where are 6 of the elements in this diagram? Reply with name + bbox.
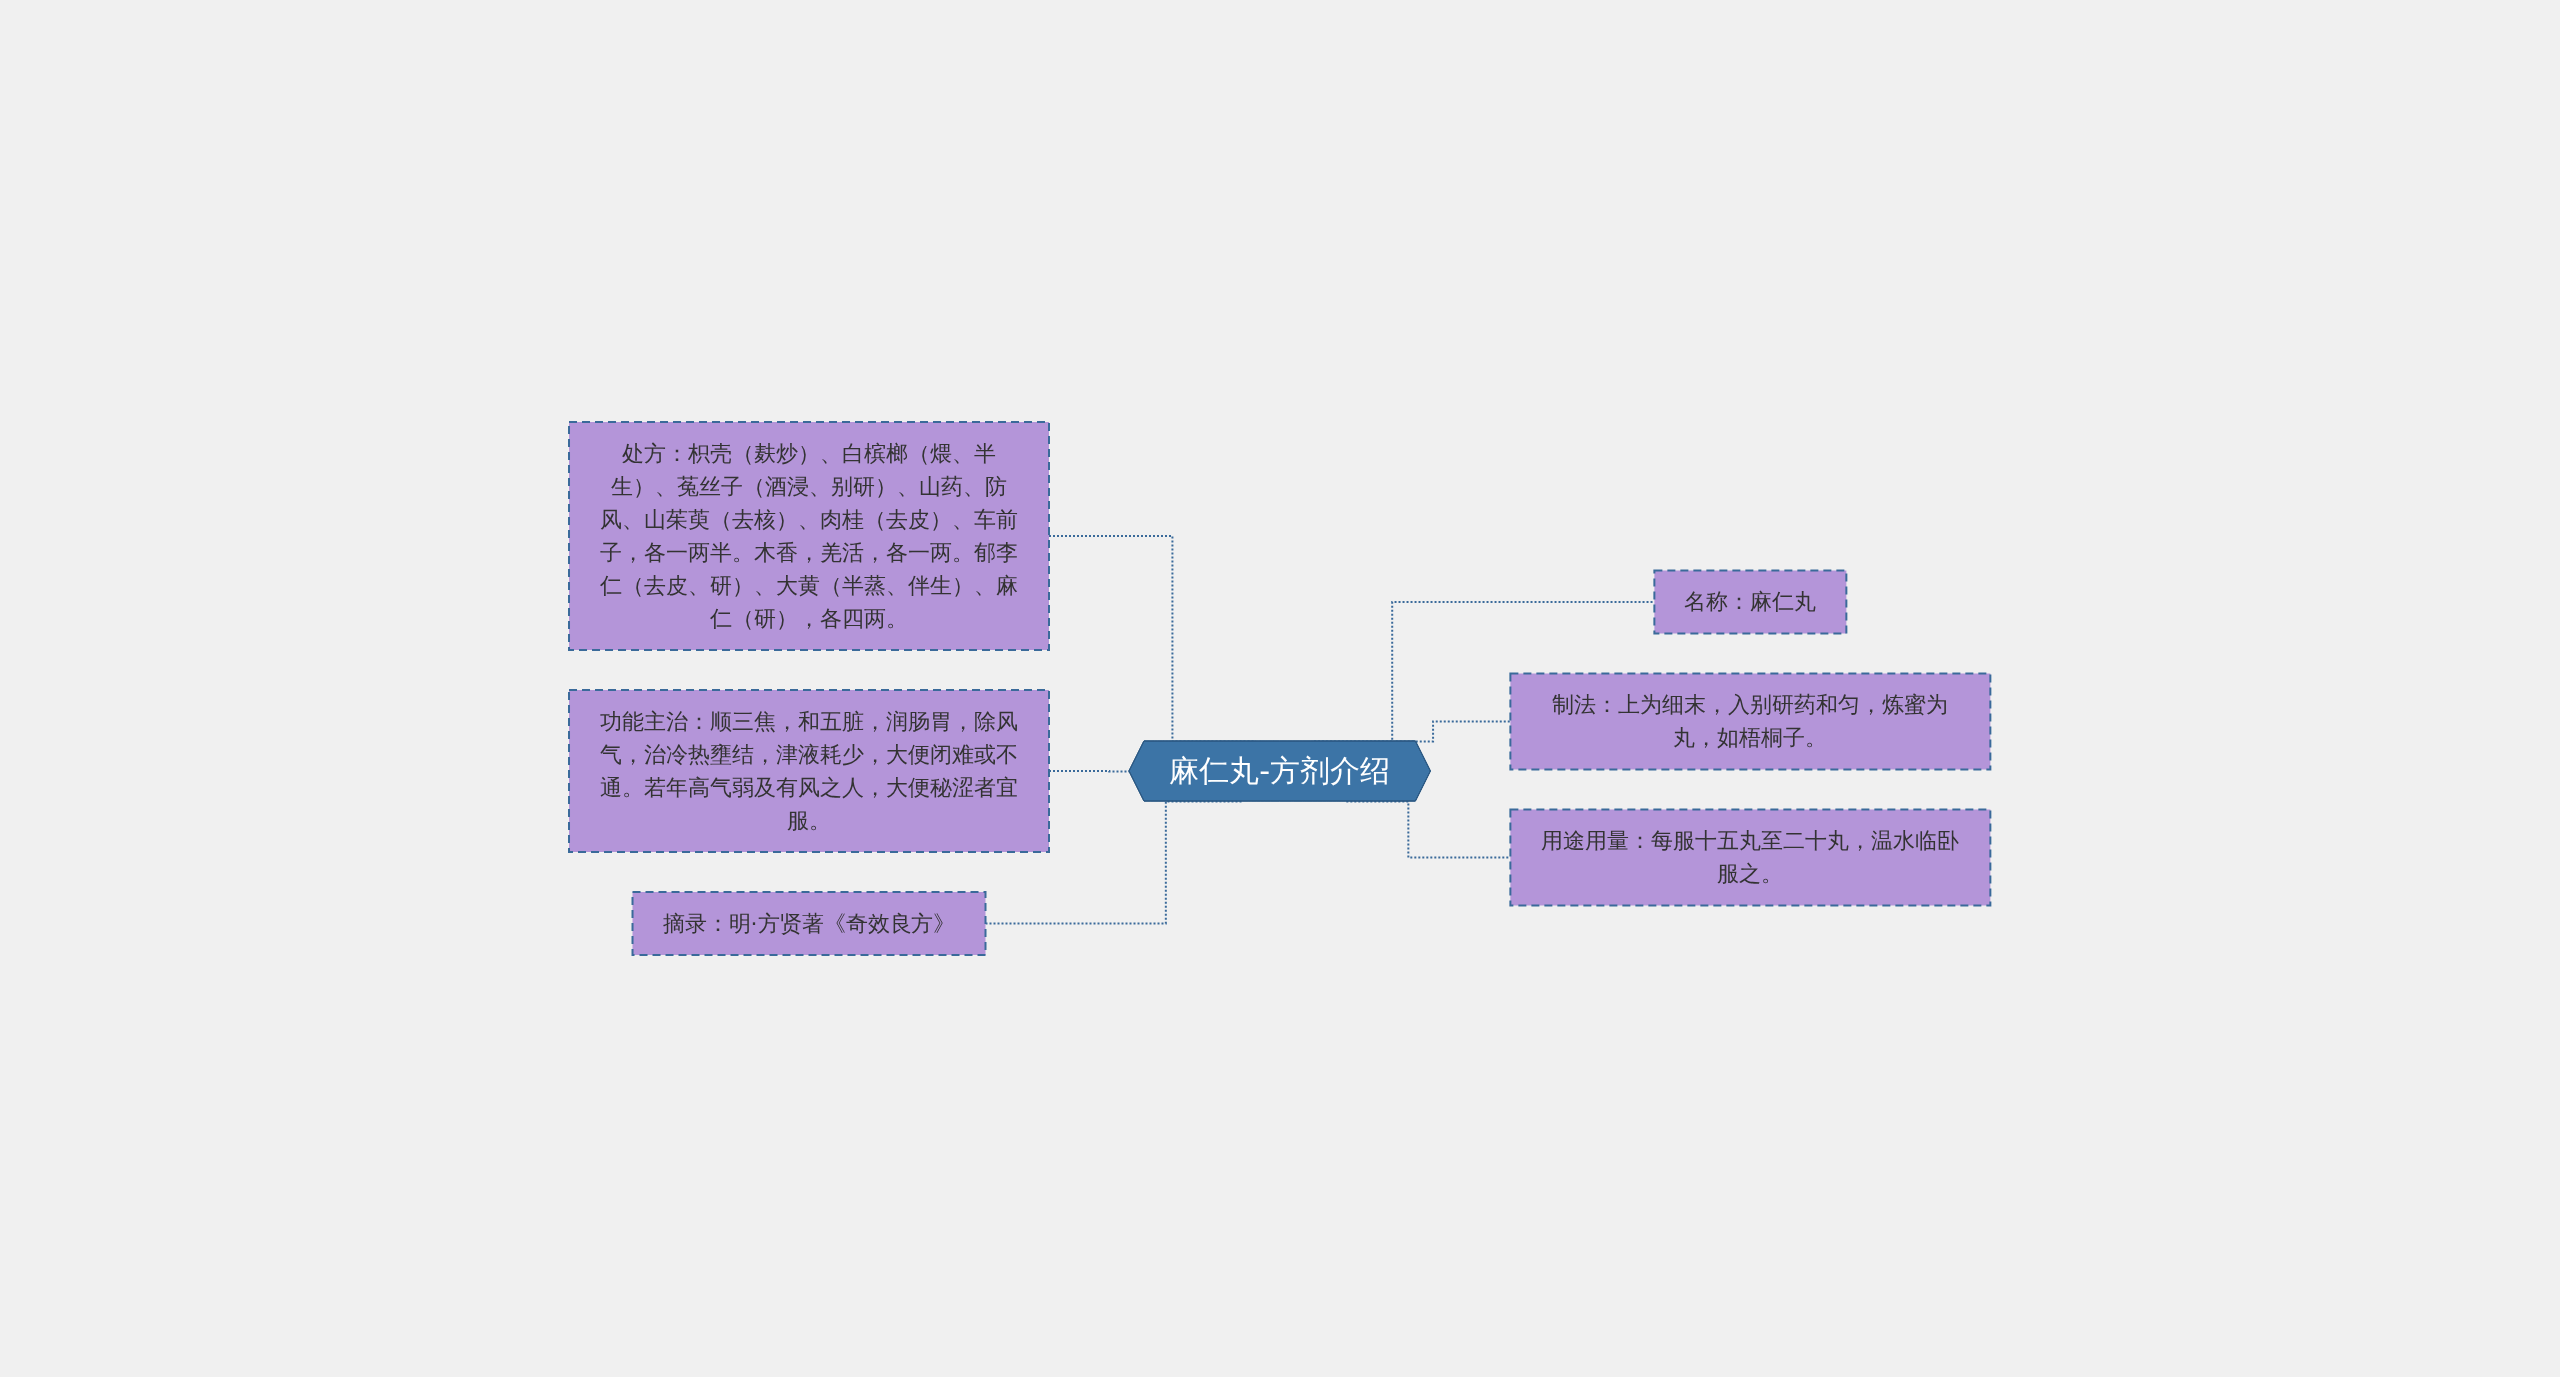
node-box: 名称：麻仁丸 — [1653, 569, 1848, 635]
node-box: 制法：上为细末，入别研药和匀，炼蜜为丸，如梧桐子。 — [1509, 672, 1992, 771]
node-box: 处方：枳壳（麸炒）、白槟榔（煨、半生）、菟丝子（酒浸、别研）、山药、防风、山茱萸（去核）、肉桂（去皮）、车前子，各一两半。木香，羌活，各一两。郁李仁（去皮、研）、大黄（半蒸、伴生）、麻仁（研），各四两。 — [568, 421, 1051, 651]
node-box: 摘录：明·方贤著《奇效良方》 — [631, 891, 987, 956]
node-box: 功能主治：顺三焦，和五脏，润肠胃，除风气，治冷热壅结，津液耗少，大便闭难或不通。若年高气弱及有风之人，大便秘涩者宜服。 — [568, 689, 1051, 853]
node-box: 用途用量：每服十五丸至二十丸，温水临卧服之。 — [1509, 808, 1992, 907]
